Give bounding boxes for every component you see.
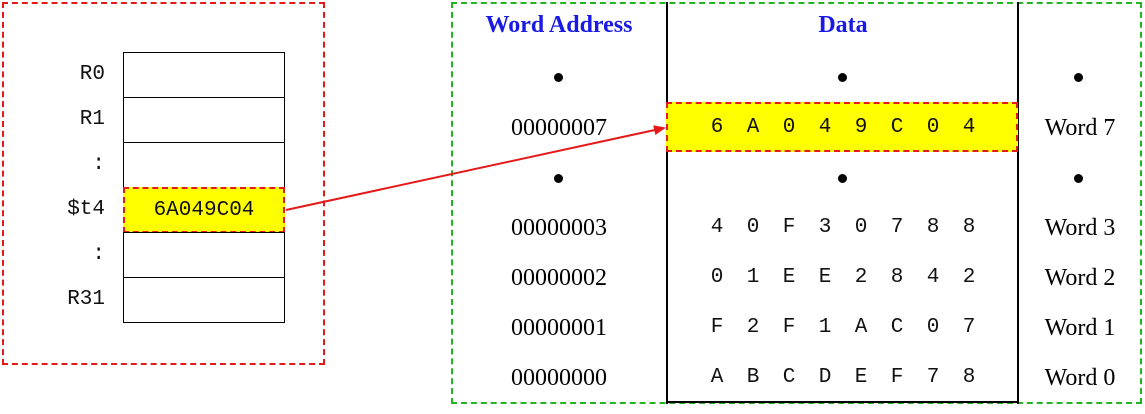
data-word-1: F 2 F 1 A C 0 7: [668, 303, 1018, 353]
data-digit: 4: [710, 216, 724, 239]
data-word-2: 0 1 E E 2 8 4 2: [668, 253, 1018, 303]
data-digit: 7: [890, 216, 904, 239]
data-column-bottom-border: [666, 401, 1019, 403]
data-digit: 1: [746, 266, 760, 289]
data-digit: 4: [818, 116, 832, 139]
data-digit: 0: [926, 316, 940, 339]
data-digit: 8: [962, 366, 976, 389]
ellipsis-dot: [838, 73, 847, 82]
register-cell-t4: 6A049C04: [123, 187, 285, 233]
data-digit: F: [782, 216, 796, 239]
data-digit: 3: [818, 216, 832, 239]
word-label-7: Word 7: [1044, 115, 1116, 141]
data-digit: 0: [926, 116, 940, 139]
register-label-r1: R1: [79, 108, 105, 131]
data-digit: E: [782, 266, 796, 289]
data-word-7: 6 A 0 4 9 C 0 4: [668, 103, 1018, 153]
data-digit: 2: [854, 266, 868, 289]
ellipsis-dot: [838, 174, 847, 183]
data-digit: 6: [710, 116, 724, 139]
address-word-1: 00000001: [511, 315, 607, 341]
data-digit: 4: [926, 266, 940, 289]
register-label-r31: R31: [67, 288, 105, 311]
data-digit: 9: [854, 116, 868, 139]
data-column-right-border: [1017, 2, 1019, 404]
data-digit: 7: [926, 366, 940, 389]
register-cell-r0: [123, 52, 285, 98]
data-digit: 0: [746, 216, 760, 239]
data-digit: 8: [890, 266, 904, 289]
data-digit: F: [890, 366, 904, 389]
data-digit: A: [746, 116, 760, 139]
highlighted-memory-row: [666, 102, 1018, 152]
word-label-3: Word 3: [1044, 215, 1116, 241]
arrow-line: [285, 125, 666, 211]
data-digit: 0: [710, 266, 724, 289]
register-file-frame: [2, 2, 325, 365]
data-digit: 2: [962, 266, 976, 289]
data-digit: A: [710, 366, 724, 389]
register-label-r0: R0: [79, 63, 105, 86]
data-digit: E: [818, 266, 832, 289]
register-cell-ellipsis-bottom: [123, 232, 285, 278]
data-header: Data: [818, 12, 868, 38]
register-label-ellipsis-bottom: :: [92, 243, 105, 266]
data-digit: F: [710, 316, 724, 339]
ellipsis-dot: [1074, 174, 1083, 183]
memory-frame: [451, 2, 1142, 404]
data-digit: C: [782, 366, 796, 389]
address-word-3: 00000003: [511, 215, 607, 241]
data-digit: C: [890, 116, 904, 139]
word-address-header: Word Address: [485, 12, 633, 38]
ellipsis-dot: [1074, 73, 1083, 82]
data-digit: E: [854, 366, 868, 389]
data-digit: 7: [962, 316, 976, 339]
word-label-0: Word 0: [1044, 365, 1116, 391]
address-word-7: 00000007: [511, 115, 607, 141]
word-label-2: Word 2: [1044, 265, 1116, 291]
data-digit: F: [782, 316, 796, 339]
data-digit: 4: [962, 116, 976, 139]
data-digit: 1: [818, 316, 832, 339]
register-cell-r31: [123, 277, 285, 323]
address-word-2: 00000002: [511, 265, 607, 291]
register-cell-ellipsis-top: [123, 142, 285, 188]
register-label-ellipsis-top: :: [92, 153, 105, 176]
data-digit: D: [818, 366, 832, 389]
data-column-left-border: [666, 2, 668, 404]
data-digit: B: [746, 366, 760, 389]
word-label-1: Word 1: [1044, 315, 1116, 341]
register-value-t4: 6A049C04: [153, 198, 255, 222]
data-digit: 0: [854, 216, 868, 239]
data-digit: 2: [746, 316, 760, 339]
data-digit: C: [890, 316, 904, 339]
data-digit: 8: [926, 216, 940, 239]
data-word-3: 4 0 F 3 0 7 8 8: [668, 203, 1018, 253]
ellipsis-dot: [554, 174, 563, 183]
data-word-0: A B C D E F 7 8: [668, 353, 1018, 403]
data-digit: A: [854, 316, 868, 339]
register-label-t4: $t4: [67, 198, 105, 221]
data-digit: 8: [962, 216, 976, 239]
data-digit: 0: [782, 116, 796, 139]
address-word-0: 00000000: [511, 365, 607, 391]
ellipsis-dot: [554, 73, 563, 82]
